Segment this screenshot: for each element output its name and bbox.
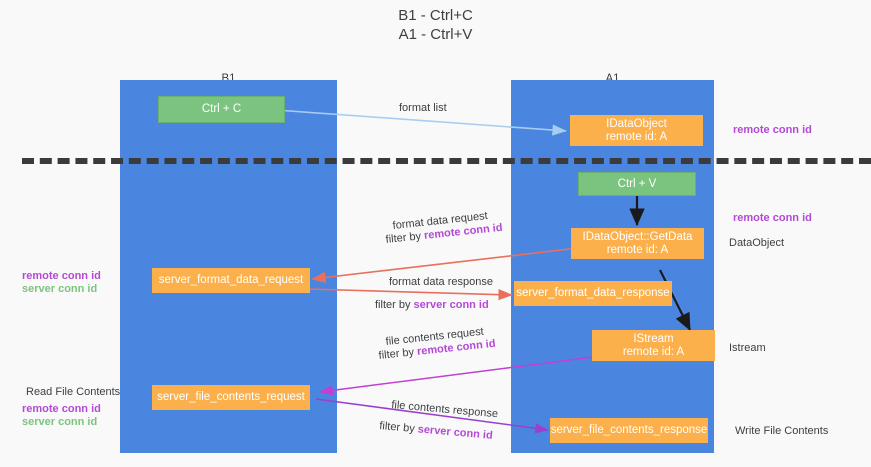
- node-server-file-contents-response[interactable]: server_file_contents_response: [550, 418, 708, 443]
- filter-prefix: filter by: [375, 299, 414, 311]
- node-server-format-data-response[interactable]: server_format_data_response: [514, 281, 672, 306]
- annotation-read-file-contents: Read File Contents: [26, 386, 121, 398]
- phase-separator: [22, 158, 871, 164]
- annotation-remote-conn-id-top: remote conn id: [733, 124, 812, 136]
- node-istream[interactable]: IStream remote id: A: [592, 330, 715, 361]
- annotation-remote-conn-id-left-bottom: remote conn id: [22, 403, 101, 415]
- edge-label-file-contents-response: file contents response: [390, 398, 499, 421]
- annotation-remote-conn-id-left-mid: remote conn id: [22, 270, 101, 282]
- edge-label-file-contents-response-filter: filter by server conn id: [379, 419, 494, 443]
- filter-prefix: filter by: [378, 345, 418, 362]
- arrow-format-data-response: [307, 288, 513, 301]
- annotation-server-conn-id-left-bottom: server conn id: [22, 416, 98, 428]
- node-server-file-contents-request[interactable]: server_file_contents_request: [152, 385, 310, 410]
- filter-prefix: filter by: [378, 419, 419, 436]
- annotation-istream: Istream: [729, 342, 766, 354]
- node-ctrl-v[interactable]: Ctrl + V: [578, 172, 696, 196]
- filter-accent-server-conn-id: server conn id: [417, 423, 494, 442]
- filter-prefix: filter by: [385, 229, 425, 246]
- annotation-server-conn-id-left-mid: server conn id: [22, 283, 98, 295]
- node-ctrl-c[interactable]: Ctrl + C: [158, 96, 285, 123]
- page-title: B1 - Ctrl+C A1 - Ctrl+V: [398, 7, 473, 43]
- edge-label-format-list: format list: [399, 102, 447, 114]
- edge-label-format-data-response: format data response: [389, 276, 493, 288]
- annotation-dataobject: DataObject: [729, 237, 785, 249]
- node-idataobject[interactable]: IDataObject remote id: A: [570, 115, 703, 146]
- annotation-remote-conn-id-mid: remote conn id: [733, 212, 812, 224]
- edge-label-format-data-response-filter: filter by server conn id: [375, 298, 489, 312]
- node-server-format-data-request[interactable]: server_format_data_request: [152, 268, 310, 293]
- annotation-write-file-contents: Write File Contents: [735, 425, 829, 437]
- node-idataobject-getdata[interactable]: IDataObject::GetData remote id: A: [571, 228, 704, 259]
- filter-accent-server-conn-id: server conn id: [413, 299, 489, 311]
